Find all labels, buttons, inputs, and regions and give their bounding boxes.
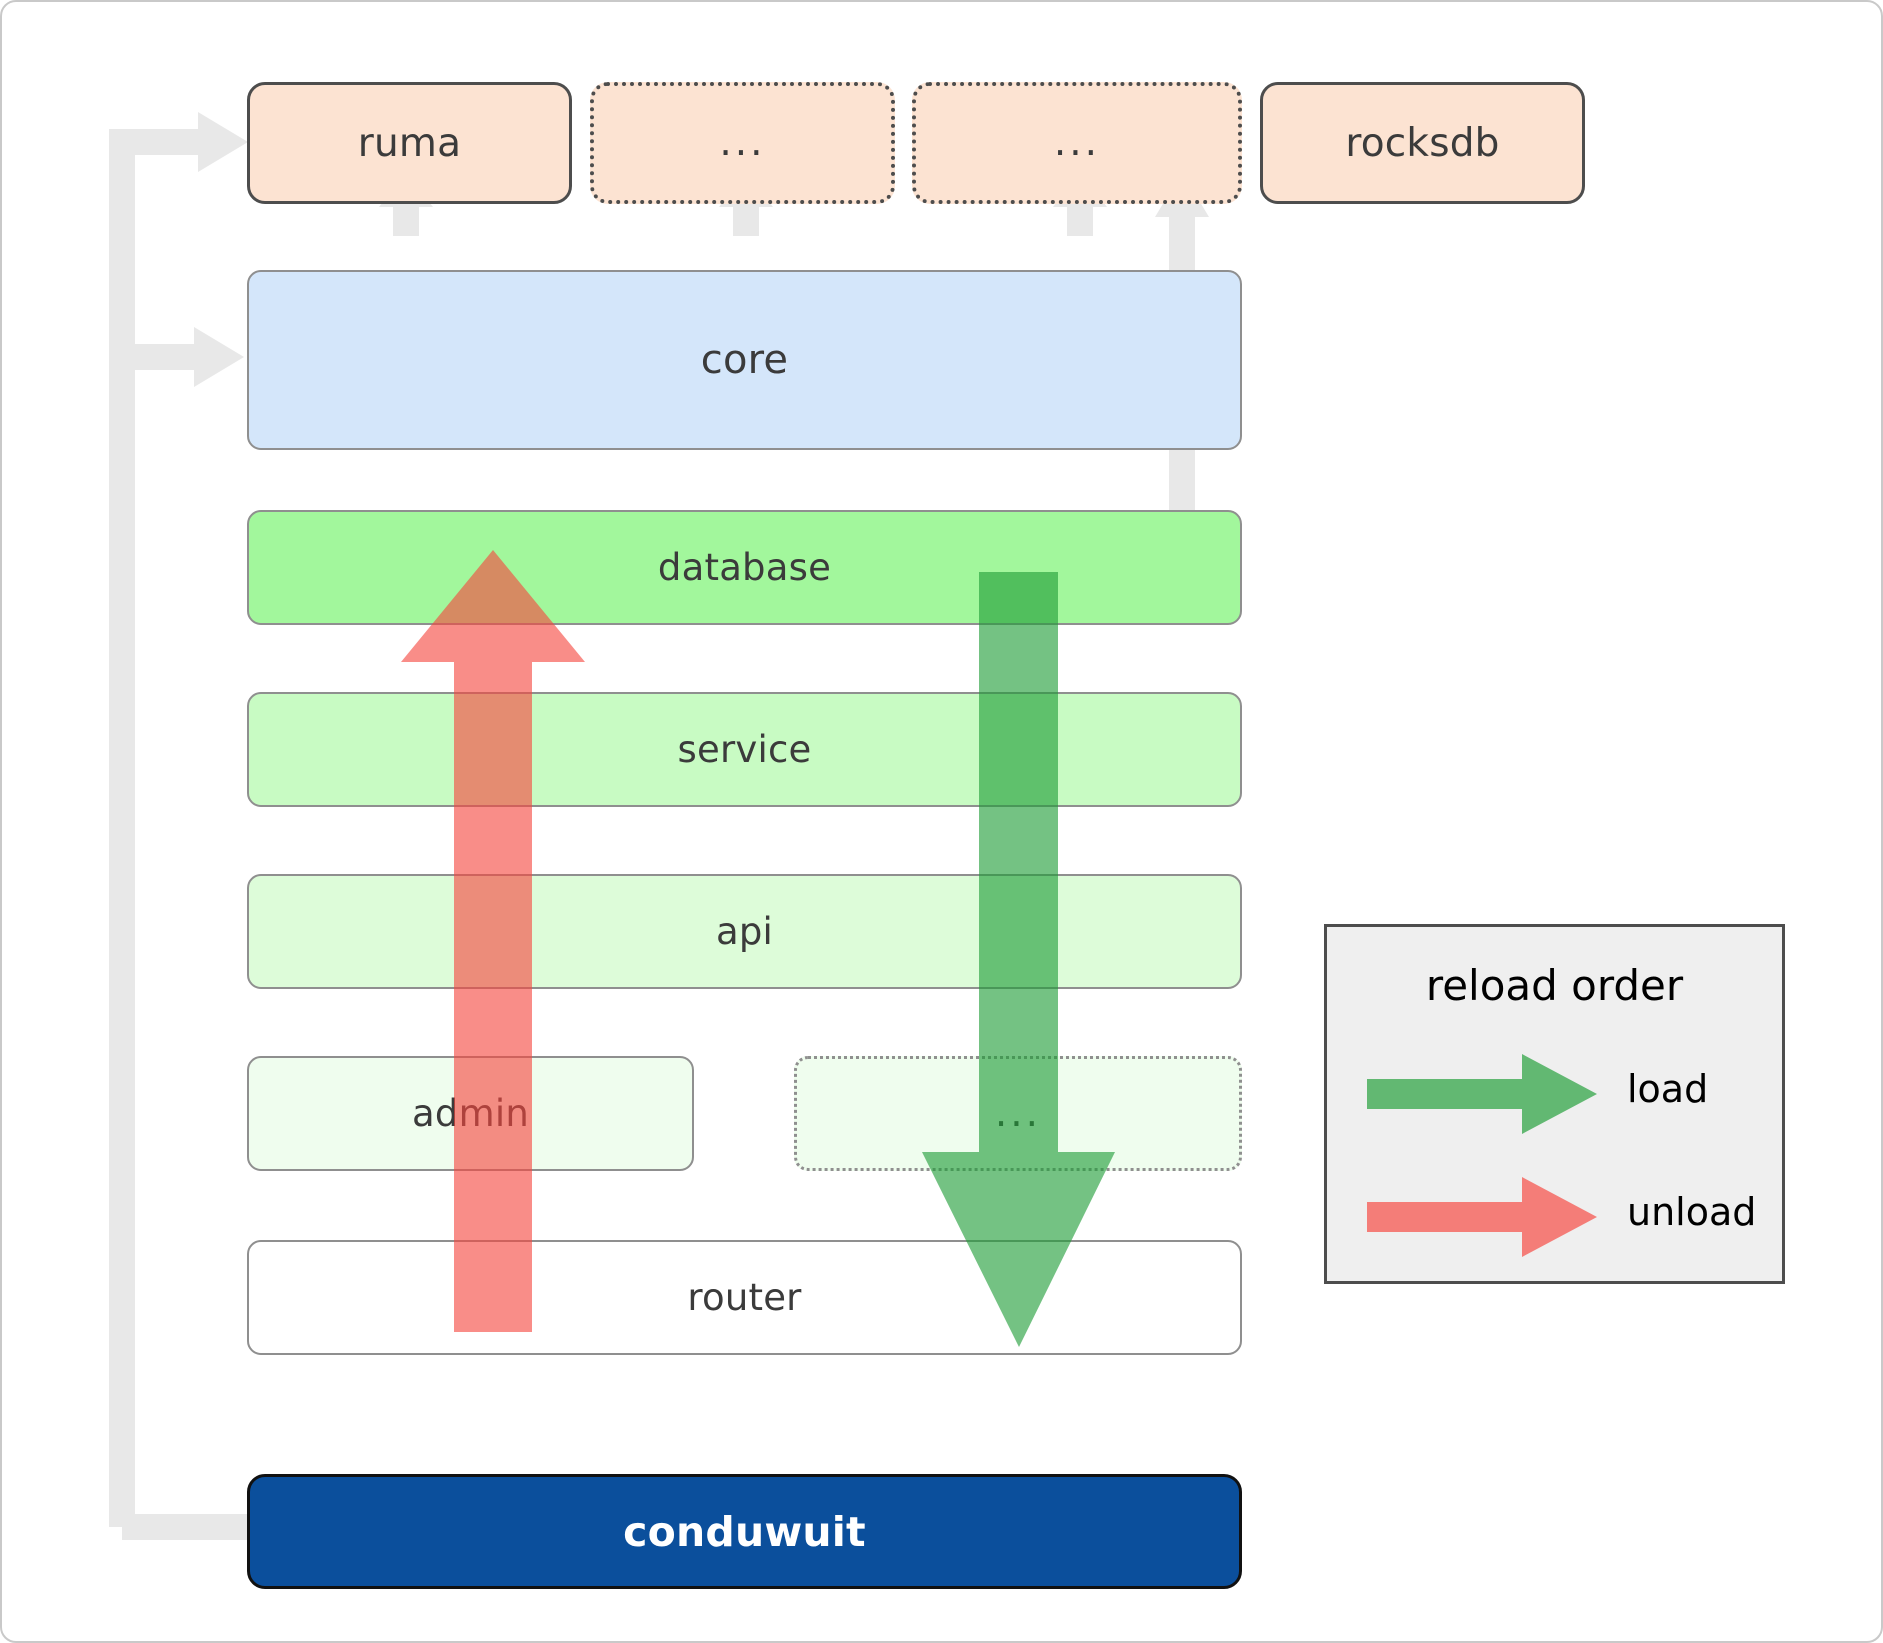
node-router[interactable]: router bbox=[247, 1240, 1242, 1355]
legend-title: reload order bbox=[1425, 961, 1684, 1010]
node-rocksdb[interactable]: rocksdb bbox=[1260, 82, 1585, 204]
node-label: database bbox=[657, 546, 832, 589]
node-ruma[interactable]: ruma bbox=[247, 82, 572, 204]
node-label: api bbox=[715, 910, 774, 953]
legend-label-load: load bbox=[1627, 1067, 1709, 1111]
legend-label-unload: unload bbox=[1627, 1190, 1757, 1234]
legend-panel: reload order load unload bbox=[1324, 924, 1785, 1284]
node-core[interactable]: core bbox=[247, 270, 1242, 450]
node-api[interactable]: api bbox=[247, 874, 1242, 989]
node-label: conduwuit bbox=[623, 1507, 866, 1556]
node-label: ... bbox=[719, 120, 766, 166]
node-label: core bbox=[700, 337, 789, 383]
node-external-placeholder-1[interactable]: ... bbox=[590, 82, 895, 204]
node-label: ... bbox=[1053, 120, 1101, 166]
node-layer-placeholder[interactable]: ... bbox=[794, 1056, 1242, 1171]
node-admin[interactable]: admin bbox=[247, 1056, 694, 1171]
node-service[interactable]: service bbox=[247, 692, 1242, 807]
node-database[interactable]: database bbox=[247, 510, 1242, 625]
node-label: rocksdb bbox=[1345, 120, 1500, 166]
node-external-placeholder-2[interactable]: ... bbox=[912, 82, 1242, 204]
node-label: ... bbox=[994, 1090, 1042, 1136]
unload-legend-icon bbox=[1367, 1177, 1597, 1257]
node-label: admin bbox=[412, 1092, 529, 1135]
node-conduwuit[interactable]: conduwuit bbox=[247, 1474, 1242, 1589]
node-label: router bbox=[687, 1276, 802, 1319]
node-label: service bbox=[677, 728, 812, 771]
node-label: ruma bbox=[357, 120, 462, 166]
load-legend-icon bbox=[1367, 1054, 1597, 1134]
